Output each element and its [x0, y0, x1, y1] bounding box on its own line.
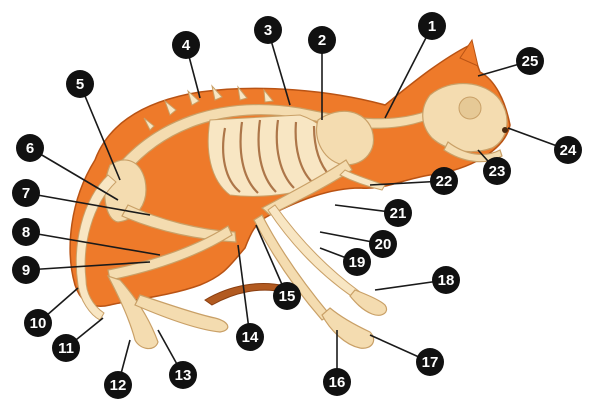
callout-13: 13 — [169, 361, 197, 389]
callout-19: 19 — [343, 248, 371, 276]
callout-9-label: 9 — [22, 262, 30, 279]
callout-22: 22 — [430, 167, 458, 195]
callout-1: 1 — [418, 12, 446, 40]
callout-8: 8 — [12, 218, 40, 246]
callout-23-label: 23 — [489, 163, 506, 180]
callout-2: 2 — [308, 26, 336, 54]
callout-6-label: 6 — [26, 140, 34, 157]
callout-5-label: 5 — [76, 76, 84, 93]
front-paw-upper — [350, 290, 387, 315]
callout-24-label: 24 — [560, 142, 577, 159]
callout-4-label: 4 — [182, 37, 191, 54]
callout-17-label: 17 — [422, 354, 439, 371]
callout-1-label: 1 — [428, 18, 436, 35]
callout-11: 11 — [52, 334, 80, 362]
callout-7-label: 7 — [22, 185, 30, 202]
callout-25: 25 — [516, 47, 544, 75]
callout-10-label: 10 — [30, 315, 47, 332]
callout-24: 24 — [554, 136, 582, 164]
callout-8-label: 8 — [22, 224, 30, 241]
callout-3-label: 3 — [264, 22, 272, 39]
callout-6: 6 — [16, 134, 44, 162]
callout-20-label: 20 — [375, 236, 392, 253]
nose — [502, 127, 508, 133]
callout-21: 21 — [384, 199, 412, 227]
callout-23: 23 — [483, 157, 511, 185]
callout-14-label: 14 — [242, 329, 259, 346]
callout-22-label: 22 — [436, 173, 453, 190]
callout-17: 17 — [416, 348, 444, 376]
callout-21-label: 21 — [390, 205, 407, 222]
callout-16-label: 16 — [329, 374, 346, 391]
callout-7: 7 — [12, 179, 40, 207]
callout-4: 4 — [172, 31, 200, 59]
callout-12-label: 12 — [110, 377, 127, 394]
callout-16: 16 — [323, 368, 351, 396]
callout-2-label: 2 — [318, 32, 326, 49]
eye-orbit — [459, 97, 481, 119]
callout-5: 5 — [66, 70, 94, 98]
callout-19-label: 19 — [349, 254, 366, 271]
callout-15-label: 15 — [279, 288, 296, 305]
callout-15: 15 — [273, 282, 301, 310]
callout-11-label: 11 — [58, 340, 74, 357]
callout-12: 12 — [104, 371, 132, 399]
callout-18-label: 18 — [438, 272, 455, 289]
callout-3: 3 — [254, 16, 282, 44]
callout-25-label: 25 — [522, 53, 539, 70]
callout-9: 9 — [12, 256, 40, 284]
callout-18: 18 — [432, 266, 460, 294]
callout-20: 20 — [369, 230, 397, 258]
callout-14: 14 — [236, 323, 264, 351]
callout-10: 10 — [24, 309, 52, 337]
callout-13-label: 13 — [175, 367, 192, 384]
front-paw-lower — [322, 308, 374, 348]
